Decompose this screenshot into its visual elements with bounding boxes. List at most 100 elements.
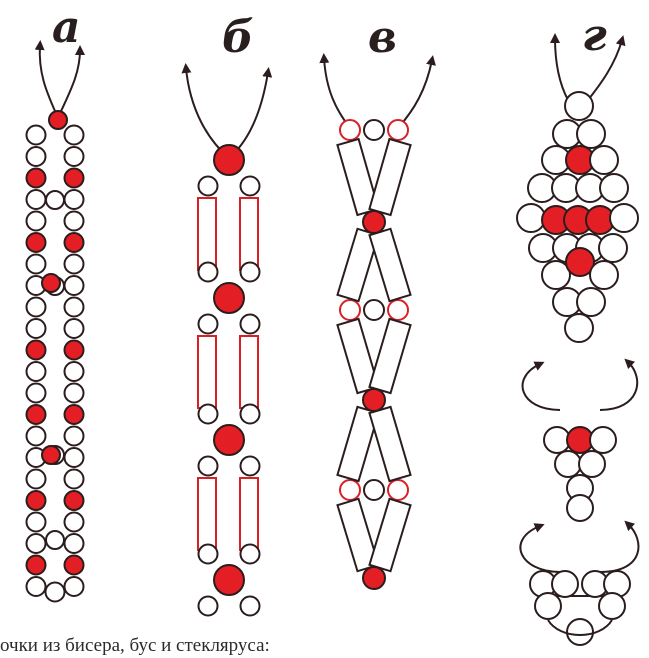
bead-red	[362, 388, 386, 412]
bead-red	[213, 564, 245, 596]
bugle-bead	[197, 197, 217, 271]
bead-red	[25, 490, 47, 511]
bead-red	[63, 404, 85, 425]
bead-white	[25, 146, 47, 167]
bugle-bead	[336, 137, 380, 217]
bead-white	[25, 253, 47, 275]
bead-white	[239, 175, 261, 197]
bead-red-outline	[339, 299, 361, 321]
bead-red	[25, 339, 47, 361]
bead-red	[25, 404, 47, 425]
bugle-bead	[336, 317, 380, 395]
bugle-bead	[368, 227, 412, 303]
bead-white	[363, 119, 385, 141]
bead-white	[609, 203, 639, 233]
bead-white	[44, 581, 66, 603]
thread-arrow	[397, 55, 436, 129]
bead-white	[63, 146, 85, 167]
bead-red-outline	[387, 479, 409, 501]
bead-red	[41, 273, 61, 293]
thread-arrow	[181, 63, 230, 159]
bead-white	[63, 576, 85, 597]
bead-white	[589, 426, 617, 454]
bead-white	[63, 318, 85, 339]
bugle-bead	[336, 497, 380, 573]
bead-red	[25, 167, 47, 189]
panel-label-b: б	[222, 12, 254, 63]
bead-white	[25, 189, 47, 210]
thread-arrow	[319, 53, 351, 129]
thread-arrow	[57, 45, 85, 119]
bead-white	[197, 175, 219, 197]
bead-white	[25, 576, 47, 597]
bugle-bead	[368, 497, 412, 573]
bead-white	[63, 425, 85, 447]
bead-red	[362, 210, 386, 234]
bead-white	[576, 119, 606, 149]
bead-white	[541, 260, 571, 290]
bead-white	[25, 533, 47, 554]
bead-white	[239, 543, 261, 565]
bead-white	[25, 361, 47, 382]
bead-red	[63, 232, 85, 253]
bugle-bead	[239, 197, 259, 271]
bead-white	[63, 382, 85, 404]
bead-red	[213, 144, 245, 176]
thread-arrow	[34, 40, 59, 119]
bead-white	[25, 468, 47, 490]
bugle-bead	[239, 477, 259, 551]
bead-red	[213, 282, 245, 314]
thread-arrow	[519, 523, 561, 573]
bugle-bead	[336, 227, 380, 303]
bugle-bead	[239, 335, 259, 409]
bead-red	[565, 247, 595, 277]
bead-red	[63, 554, 85, 576]
bead-white	[598, 233, 628, 263]
thread-arrow	[521, 361, 561, 411]
bead-white	[239, 595, 261, 617]
bead-white	[25, 210, 47, 232]
thread-arrow	[599, 358, 639, 411]
thread-line	[547, 619, 613, 636]
panel-b-chain	[181, 63, 273, 617]
caption-text: очки из бисера, бус и стекляруса:	[0, 635, 270, 656]
bead-white	[63, 468, 85, 490]
bead-white	[197, 261, 219, 283]
thread-arrow	[599, 520, 640, 573]
bead-red	[362, 566, 386, 590]
bead-red-outline	[339, 479, 361, 501]
bead-white	[197, 455, 219, 477]
thread-arrow	[587, 35, 626, 101]
bugle-bead	[336, 405, 380, 483]
bead-white	[63, 296, 85, 318]
bead-white	[197, 313, 219, 335]
panel-label-g: г	[582, 10, 607, 61]
bugle-bead	[368, 317, 412, 395]
bead-white	[534, 592, 562, 620]
bead-red	[41, 445, 61, 465]
panel-a-chain	[25, 40, 85, 603]
bead-white	[566, 494, 594, 522]
bugle-bead	[368, 137, 412, 217]
panel-label-a: а	[52, 2, 81, 53]
bead-white	[25, 124, 47, 146]
bead-white	[239, 403, 261, 425]
bead-white	[197, 595, 219, 617]
bead-white	[25, 425, 47, 447]
bead-white	[576, 287, 606, 317]
bead-white	[25, 296, 47, 318]
bugle-bead	[368, 405, 412, 483]
panel-v-chain	[319, 53, 436, 590]
bead-white	[63, 210, 85, 232]
bead-red	[25, 554, 47, 576]
bead-white	[589, 145, 619, 175]
bead-white	[25, 318, 47, 339]
bead-red-outline	[339, 119, 361, 141]
thread-arrow	[228, 67, 273, 159]
bead-white	[239, 455, 261, 477]
bead-white	[45, 190, 65, 210]
bead-white	[239, 261, 261, 283]
panel-label-v: в	[368, 12, 397, 63]
bead-white	[197, 543, 219, 565]
